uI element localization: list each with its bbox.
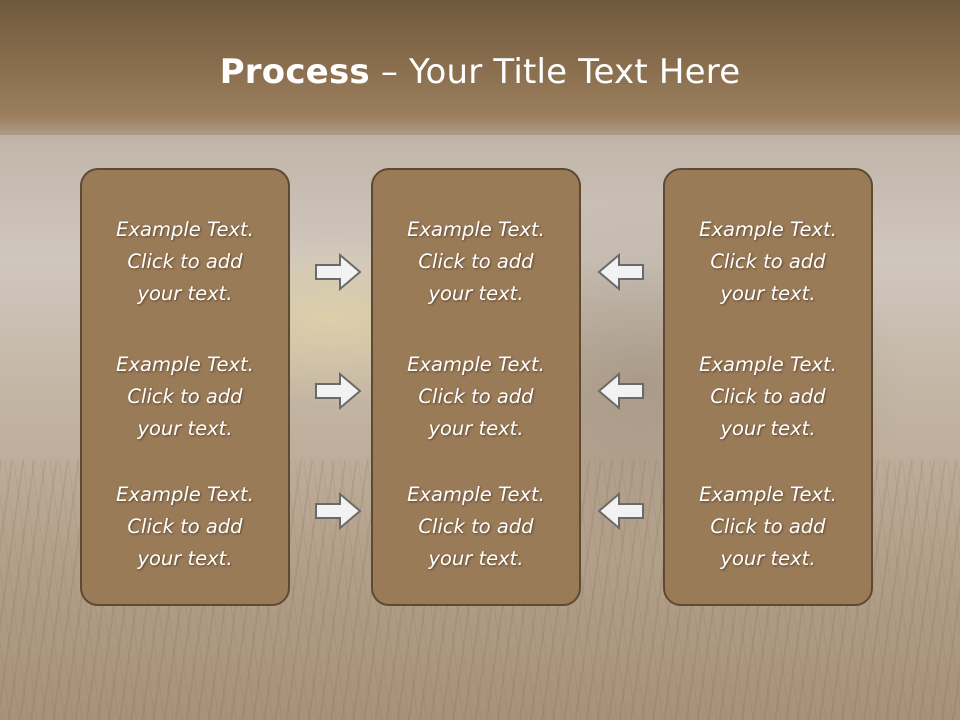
panel-left-text-3[interactable]: Example Text. Click to add your text. [82,479,288,575]
text-line: Example Text. [699,483,837,506]
panel-left-text-2[interactable]: Example Text. Click to add your text. [82,349,288,445]
panel-right-text-2[interactable]: Example Text. Click to add your text. [665,349,871,445]
left-arrow-icon [597,252,645,292]
text-line: Example Text. [116,353,254,376]
text-line: Click to add [418,250,534,273]
text-line: Click to add [710,515,826,538]
panel-center-text-3[interactable]: Example Text. Click to add your text. [373,479,579,575]
text-line: Click to add [127,250,243,273]
panel-left-text-1[interactable]: Example Text. Click to add your text. [82,214,288,310]
text-line: your text. [137,282,233,305]
right-arrow-icon [314,252,362,292]
title-rest-part: – Your Title Text Here [369,52,741,92]
right-arrow-icon [314,491,362,531]
panel-right-text-3[interactable]: Example Text. Click to add your text. [665,479,871,575]
panel-center[interactable]: Example Text. Click to add your text. Ex… [371,168,581,606]
text-line: Click to add [710,385,826,408]
text-line: Click to add [710,250,826,273]
title-bold-part: Process [219,52,370,92]
right-arrow-icon [314,371,362,411]
text-line: your text. [428,417,524,440]
text-line: your text. [137,547,233,570]
text-line: your text. [428,282,524,305]
text-line: Example Text. [116,483,254,506]
panel-right-text-1[interactable]: Example Text. Click to add your text. [665,214,871,310]
text-line: Click to add [127,385,243,408]
left-arrow-icon [597,491,645,531]
text-line: your text. [720,547,816,570]
title-band [0,0,960,135]
text-line: your text. [137,417,233,440]
text-line: Example Text. [407,353,545,376]
panel-center-text-2[interactable]: Example Text. Click to add your text. [373,349,579,445]
text-line: Click to add [418,515,534,538]
text-line: Click to add [418,385,534,408]
text-line: Example Text. [116,218,254,241]
text-line: your text. [720,282,816,305]
left-arrow-icon [597,371,645,411]
panel-right[interactable]: Example Text. Click to add your text. Ex… [663,168,873,606]
text-line: Example Text. [407,483,545,506]
text-line: Example Text. [407,218,545,241]
slide-title[interactable]: Process – Your Title Text Here [0,52,960,92]
panel-center-text-1[interactable]: Example Text. Click to add your text. [373,214,579,310]
panel-left[interactable]: Example Text. Click to add your text. Ex… [80,168,290,606]
text-line: Example Text. [699,218,837,241]
text-line: Example Text. [699,353,837,376]
text-line: Click to add [127,515,243,538]
text-line: your text. [428,547,524,570]
text-line: your text. [720,417,816,440]
